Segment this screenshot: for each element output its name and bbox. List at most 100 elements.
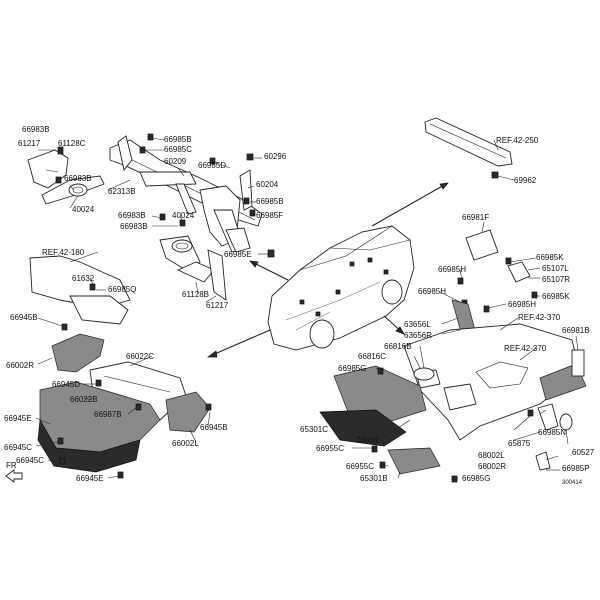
label-ref-42-370-a: REF.42-370 xyxy=(518,313,561,322)
roof-beam xyxy=(424,117,513,167)
label-66985b-a: 66985B xyxy=(164,135,192,144)
label-66985c-a: 66985C xyxy=(164,145,192,154)
bracket-61217-left xyxy=(27,149,69,189)
label-65301c: 65301C xyxy=(300,425,328,434)
label-66985q: 66985Q xyxy=(108,285,136,294)
label-66985g-b: 66985G xyxy=(462,474,490,483)
cover-61632 xyxy=(69,295,129,325)
label-65107l: 65107L xyxy=(542,264,569,273)
front-direction-arrow xyxy=(5,469,23,483)
label-66985e: 66985E xyxy=(224,250,252,259)
pad-66981f xyxy=(465,229,499,261)
roof-beam-group xyxy=(424,117,513,179)
car-body xyxy=(267,225,415,351)
leader-lines xyxy=(35,137,579,479)
splash-66002r xyxy=(51,333,105,373)
label-60296: 60296 xyxy=(264,152,287,161)
grommet-inner-left xyxy=(72,186,84,194)
label-65301b: 65301B xyxy=(360,474,388,483)
car-outline xyxy=(267,225,415,351)
label-diagram-code: 300414 xyxy=(562,480,583,486)
pad-66981b xyxy=(571,349,585,377)
bracket-62313b xyxy=(139,171,197,187)
label-61217-m: 61217 xyxy=(206,301,229,310)
dash-beam-group xyxy=(109,133,275,301)
label-60209: 60209 xyxy=(164,157,187,166)
label-66945e-left: 66945E xyxy=(4,414,32,423)
label-62313b: 62313B xyxy=(108,187,136,196)
heat-shield-76059 xyxy=(443,383,477,411)
callout-labels: 66983B 61217 61128C 66983B 40024 66985B … xyxy=(4,125,595,486)
label-63656l: 63656L xyxy=(404,320,431,329)
callout-arrows xyxy=(206,182,449,358)
underbody-group xyxy=(29,255,212,479)
label-66002r: 66002R xyxy=(6,361,34,370)
label-66981f: 66981F xyxy=(462,213,489,222)
label-66816b: 66816B xyxy=(384,342,412,351)
label-40024-a: 40024 xyxy=(72,205,95,214)
left-bracket-group xyxy=(27,146,105,205)
grommet-40024-left xyxy=(68,183,88,197)
bolt-69962 xyxy=(491,171,499,179)
bolt-66983b-left xyxy=(57,146,64,155)
label-66985h-c: 66985H xyxy=(508,300,536,309)
label-66985n: 66985N xyxy=(538,428,566,437)
label-61217-tl: 61217 xyxy=(18,139,41,148)
label-66985f: 66985F xyxy=(256,211,283,220)
label-66816c: 66816C xyxy=(358,352,386,361)
label-66985p: 66985P xyxy=(562,464,590,473)
label-66987b: 66987B xyxy=(94,410,122,419)
splash-66002l xyxy=(165,391,211,433)
label-ref-42-180: REF.42-180 xyxy=(42,248,85,257)
label-66945b-left: 66945B xyxy=(10,313,38,322)
clip-65107 xyxy=(507,261,531,283)
label-65107r: 65107R xyxy=(542,275,570,284)
label-65875: 65875 xyxy=(508,439,531,448)
label-66985h-b: 66985H xyxy=(418,287,446,296)
label-66955c-a: 66955C xyxy=(316,444,344,453)
label-40024-b: 40024 xyxy=(172,211,195,220)
label-68002l: 68002L xyxy=(478,451,505,460)
label-61128b: 61128B xyxy=(182,290,209,299)
label-61128c: 61128C xyxy=(58,139,86,148)
rear-wheel xyxy=(381,279,403,305)
label-63656r: 63656R xyxy=(404,331,432,340)
label-66983b-m2: 66983B xyxy=(120,222,148,231)
label-66955c-b: 66955C xyxy=(346,462,374,471)
label-66002l: 66002L xyxy=(172,439,199,448)
grommet-40024-mid xyxy=(171,239,193,253)
front-wheel xyxy=(309,319,335,349)
label-ref-42-250: REF.42-250 xyxy=(496,136,539,145)
label-76059: 76059 xyxy=(356,436,379,445)
label-66985k-a: 66985K xyxy=(536,253,564,262)
label-66981b: 66981B xyxy=(562,326,590,335)
label-66983b-tl: 66983B xyxy=(22,125,50,134)
cowl-cover-ref180 xyxy=(29,255,131,309)
floor-cover-65301b xyxy=(387,447,441,475)
grommet-66816b xyxy=(413,367,435,381)
brace-lower xyxy=(225,227,251,253)
label-69962: 69962 xyxy=(514,176,537,185)
bolt-66983b-left2 xyxy=(55,176,62,184)
beam-stay xyxy=(175,183,197,215)
bracket-65875 xyxy=(537,403,559,431)
label-66985d: 66985D xyxy=(198,161,226,170)
label-66985b-b: 66985B xyxy=(256,197,284,206)
label-66985g-a: 66985G xyxy=(338,364,366,373)
label-60204: 60204 xyxy=(256,180,279,189)
label-66945c-a: 66945C xyxy=(4,443,32,452)
fr-arrow-icon xyxy=(5,469,23,483)
label-66945b-right: 66945B xyxy=(200,423,228,432)
label-fr: FR xyxy=(6,461,17,470)
label-66022b: 66022B xyxy=(70,395,98,404)
panel-61217-mid xyxy=(207,249,227,301)
label-66022c: 66022C xyxy=(126,352,154,361)
label-66983b-m: 66983B xyxy=(118,211,146,220)
label-66985k-b: 66985K xyxy=(542,292,570,301)
label-66983b-tl2: 66983B xyxy=(64,174,92,183)
floor-panel xyxy=(403,323,581,441)
label-66945e-bottom: 66945E xyxy=(76,474,104,483)
label-60527: 60527 xyxy=(572,448,595,457)
